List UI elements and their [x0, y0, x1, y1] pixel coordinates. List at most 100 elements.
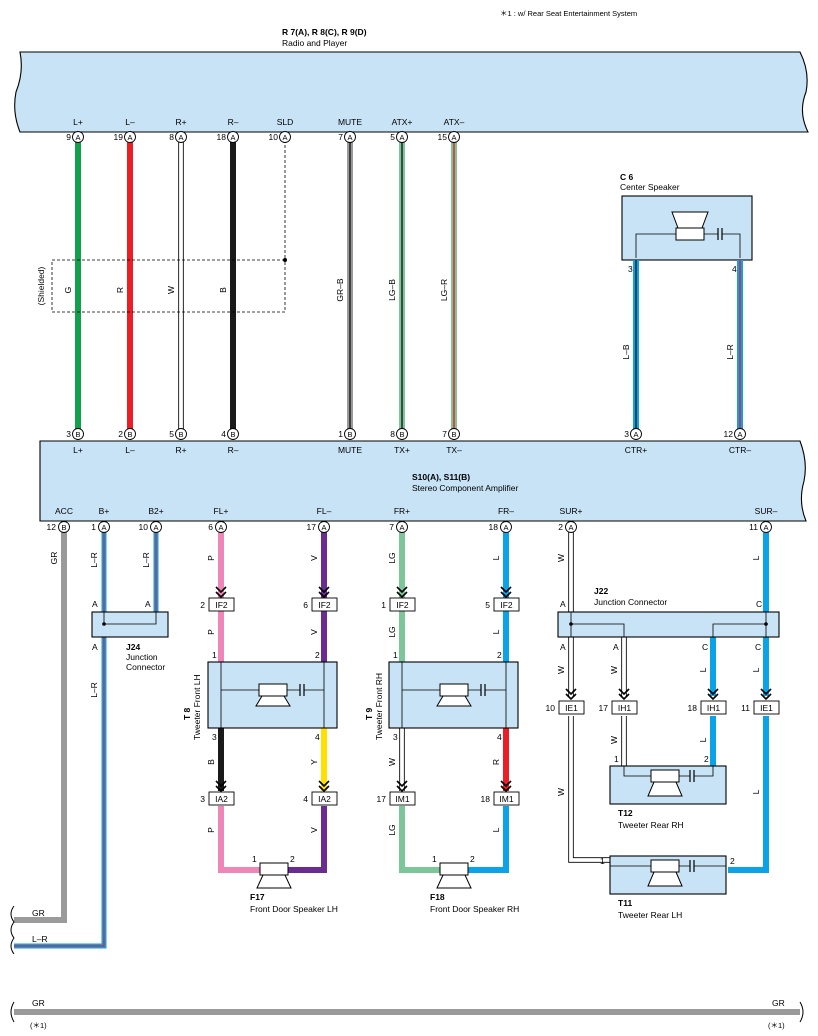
- radio-pin-label-atx-minus: ATX–: [444, 117, 465, 127]
- if2-lower-labels: P V LG L 1 2 1 2: [206, 626, 502, 660]
- svg-text:IF2: IF2: [500, 600, 513, 610]
- svg-text:9: 9: [66, 132, 71, 142]
- svg-text:IH1: IH1: [707, 703, 721, 713]
- svg-text:A: A: [451, 133, 456, 142]
- svg-text:A: A: [145, 599, 151, 609]
- svg-text:1: 1: [252, 854, 257, 864]
- svg-text:W: W: [609, 666, 619, 674]
- svg-text:C: C: [756, 599, 762, 609]
- j24-bus: [103, 612, 157, 625]
- svg-text:W: W: [556, 666, 566, 674]
- svg-text:18: 18: [481, 794, 491, 804]
- radio-pin-circles: A9 A19 A8 A18 A10 A7 A5 A15: [66, 131, 460, 143]
- amplifier-name: Stereo Component Amplifier: [412, 483, 518, 493]
- svg-text:R–: R–: [228, 445, 239, 455]
- svg-text:2: 2: [290, 854, 295, 864]
- svg-text:(＊1): (＊1): [768, 1021, 785, 1030]
- svg-text:17: 17: [599, 703, 609, 713]
- radio-pin-label-mute: MUTE: [338, 117, 362, 127]
- svg-text:1: 1: [91, 522, 96, 532]
- j22-code: J22: [594, 586, 608, 596]
- svg-text:Junction: Junction: [126, 652, 158, 662]
- j22-box: [557, 611, 780, 638]
- j24-out-wire-spacer: L–R: [89, 682, 99, 698]
- svg-text:1: 1: [393, 650, 398, 660]
- svg-text:CTR–: CTR–: [729, 445, 751, 455]
- svg-text:IA2: IA2: [318, 794, 331, 804]
- svg-text:1: 1: [600, 856, 605, 866]
- svg-text:L: L: [751, 667, 761, 672]
- tweeter-rear-rh-symbol: [623, 766, 714, 797]
- svg-text:L–R: L–R: [89, 552, 99, 568]
- svg-text:A: A: [178, 133, 183, 142]
- svg-text:A: A: [101, 523, 106, 532]
- svg-text:LG–B: LG–B: [387, 279, 397, 301]
- j24-code: J24: [126, 642, 140, 652]
- center-speaker-symbol: [635, 211, 741, 258]
- svg-text:FL–: FL–: [317, 506, 332, 516]
- shield-enclosure: [51, 259, 286, 313]
- svg-text:11: 11: [749, 522, 758, 532]
- svg-text:W: W: [556, 788, 566, 796]
- door-speaker-wire-labels: P V LG L: [206, 824, 501, 835]
- radio-pin-label-r-minus: R–: [228, 117, 239, 127]
- svg-text:A: A: [399, 133, 404, 142]
- svg-text:Y: Y: [309, 759, 319, 765]
- footer-gr-line: GR GR (＊1) (＊1): [10, 998, 804, 1030]
- svg-text:A: A: [763, 523, 768, 532]
- svg-text:Front Door Speaker LH: Front Door Speaker LH: [250, 904, 338, 914]
- svg-text:5: 5: [485, 600, 490, 610]
- center-speaker-wires: [633, 260, 743, 430]
- svg-text:3: 3: [624, 429, 629, 439]
- front-door-speaker-lh-symbol: 1 2: [252, 854, 295, 889]
- tweeter-front-rh-symbol: [401, 662, 507, 728]
- svg-text:17: 17: [307, 522, 317, 532]
- svg-text:B: B: [206, 759, 216, 765]
- svg-text:P: P: [206, 629, 216, 635]
- radio-pin-label-l-minus: L–: [125, 117, 135, 127]
- svg-text:Junction Connector: Junction Connector: [594, 597, 667, 607]
- svg-text:FR+: FR+: [394, 506, 410, 516]
- svg-text:Tweeter Rear LH: Tweeter Rear LH: [618, 910, 682, 920]
- left-breaks: GR L–R: [10, 905, 48, 955]
- lower-wire-labels: GR L–R L–R P V LG L W L L–R: [49, 552, 761, 698]
- svg-text:3: 3: [66, 429, 71, 439]
- svg-text:Tweeter Front RH: Tweeter Front RH: [374, 673, 384, 740]
- svg-text:V: V: [309, 629, 319, 635]
- svg-text:L–R: L–R: [32, 934, 48, 944]
- svg-text:5: 5: [169, 429, 174, 439]
- svg-text:10: 10: [546, 703, 556, 713]
- svg-text:R: R: [115, 287, 125, 293]
- svg-text:2: 2: [118, 429, 123, 439]
- center-speaker-code: C 6: [620, 172, 634, 182]
- svg-text:L: L: [698, 737, 708, 742]
- svg-text:ACC: ACC: [55, 506, 73, 516]
- svg-text:IF2: IF2: [318, 600, 331, 610]
- svg-text:W: W: [166, 286, 176, 294]
- svg-text:P: P: [206, 827, 216, 833]
- svg-text:F18: F18: [430, 892, 445, 902]
- svg-text:Front Door Speaker RH: Front Door Speaker RH: [430, 904, 519, 914]
- svg-text:A: A: [347, 133, 352, 142]
- svg-text:IE1: IE1: [565, 703, 578, 713]
- svg-text:W: W: [556, 554, 566, 562]
- svg-text:W: W: [387, 758, 397, 766]
- svg-text:GR: GR: [49, 552, 59, 565]
- svg-text:1: 1: [212, 650, 217, 660]
- svg-text:2: 2: [704, 754, 709, 764]
- svg-text:IH1: IH1: [618, 703, 632, 713]
- svg-text:T12: T12: [618, 808, 633, 818]
- svg-text:A: A: [633, 430, 638, 439]
- svg-text:A: A: [127, 133, 132, 142]
- svg-text:2: 2: [315, 650, 320, 660]
- svg-text:R: R: [491, 759, 501, 765]
- svg-text:11: 11: [741, 703, 750, 713]
- svg-text:19: 19: [114, 132, 124, 142]
- svg-text:L: L: [491, 629, 501, 634]
- svg-text:2: 2: [730, 856, 735, 866]
- svg-text:7: 7: [389, 522, 394, 532]
- svg-text:A: A: [568, 523, 573, 532]
- center-speaker-name: Center Speaker: [620, 182, 680, 192]
